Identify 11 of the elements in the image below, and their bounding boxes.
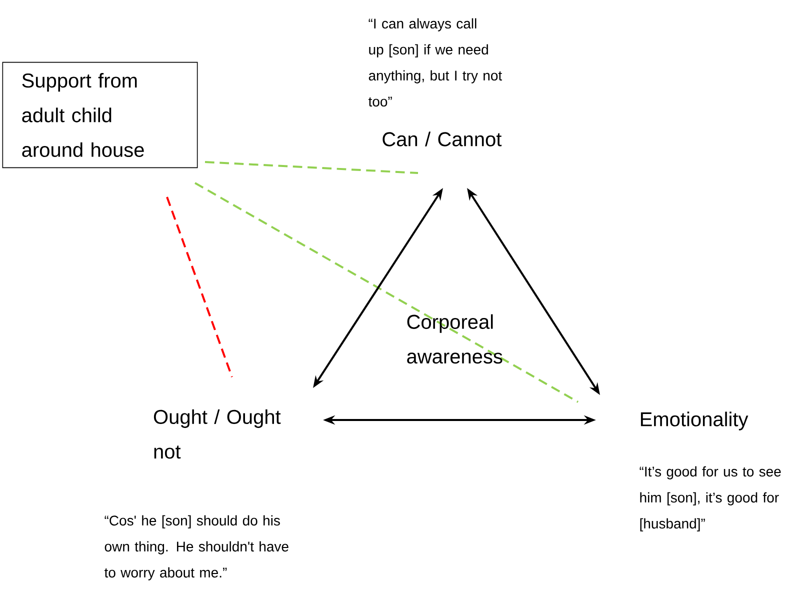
quote-text: “It’s good for us to see him [son], it’s good for [husband]” [640, 466, 781, 532]
node-label: Emotionality [640, 412, 748, 430]
dashed-line [204, 161, 418, 174]
quote-text: “Cos' he [son] should do his own thing. He shouldn't have to worry about me.” [104, 515, 288, 580]
dashed-line [166, 196, 233, 378]
dashed-line [194, 182, 578, 403]
node-label: Can / Cannot [382, 132, 502, 146]
text-box: Support from adult child around house [2, 62, 198, 168]
center-label: Corporeal awareness [407, 314, 502, 364]
node-label: Ought / Ought not [154, 409, 281, 459]
quote-text: “I can always call up [son] if we need anything, but I try not too” [368, 18, 502, 107]
